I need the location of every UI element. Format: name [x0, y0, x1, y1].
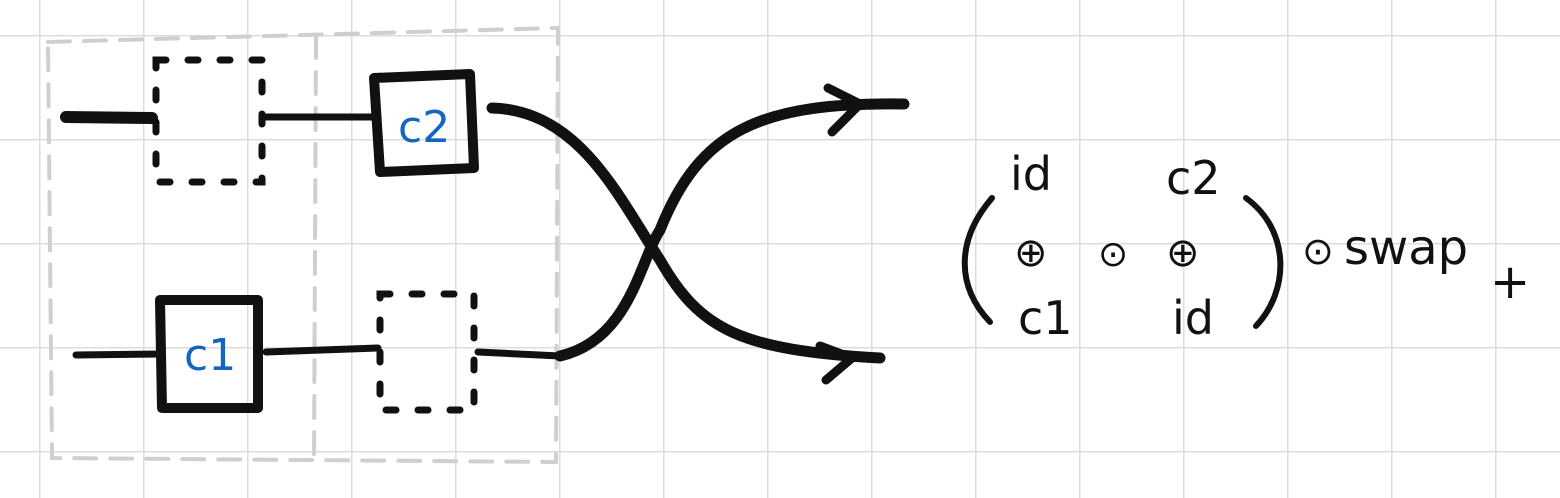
c1-label: c1 [184, 330, 236, 381]
matrix-bottom-left: c1 [1018, 291, 1073, 345]
component-labels: c2 c1 [184, 102, 450, 381]
dashed-group-frames [45, 25, 561, 465]
matrix-top-left: id [1010, 147, 1052, 201]
c2-label: c2 [398, 102, 450, 153]
c1-box[interactable] [155, 295, 263, 413]
bottom-input-wire [72, 350, 164, 359]
left-paren [961, 195, 995, 325]
bottom-identity-box [376, 290, 478, 414]
output-arrows [815, 83, 865, 385]
component-boxes [155, 69, 479, 413]
bottom-output-stub [474, 348, 564, 360]
outer-dashed-frame [45, 25, 561, 465]
right-paren [1243, 195, 1284, 329]
matrix-bottom-right: id [1172, 291, 1214, 345]
c2-box[interactable] [369, 69, 479, 177]
matrix-compose: ⊙ [1098, 234, 1128, 275]
top-identity-box [152, 56, 266, 186]
swap-wires [486, 98, 910, 364]
swap-text: swap [1344, 220, 1468, 276]
top-input-wire [60, 111, 158, 124]
matrix-left-direct-sum: ⊕ [1014, 230, 1048, 276]
swap-wire-top-to-bottom [486, 102, 886, 364]
matrix-right-direct-sum: ⊕ [1166, 230, 1200, 276]
matrix-top-right: c2 [1166, 151, 1221, 205]
top-output-arrowhead [823, 83, 865, 137]
formula: id c2 ⊕ ⊙ ⊕ c1 id ⊙ swap + [961, 147, 1530, 345]
outer-compose: ⊙ [1302, 229, 1334, 273]
swap-subscript: + [1490, 254, 1530, 310]
middle-dashed-divider [312, 34, 318, 464]
identity-placeholders [152, 56, 478, 414]
swap-wire-bottom-to-top [554, 98, 910, 362]
bottom-output-arrowhead [815, 341, 857, 385]
wires [60, 111, 564, 360]
bottom-middle-wire [262, 344, 382, 356]
